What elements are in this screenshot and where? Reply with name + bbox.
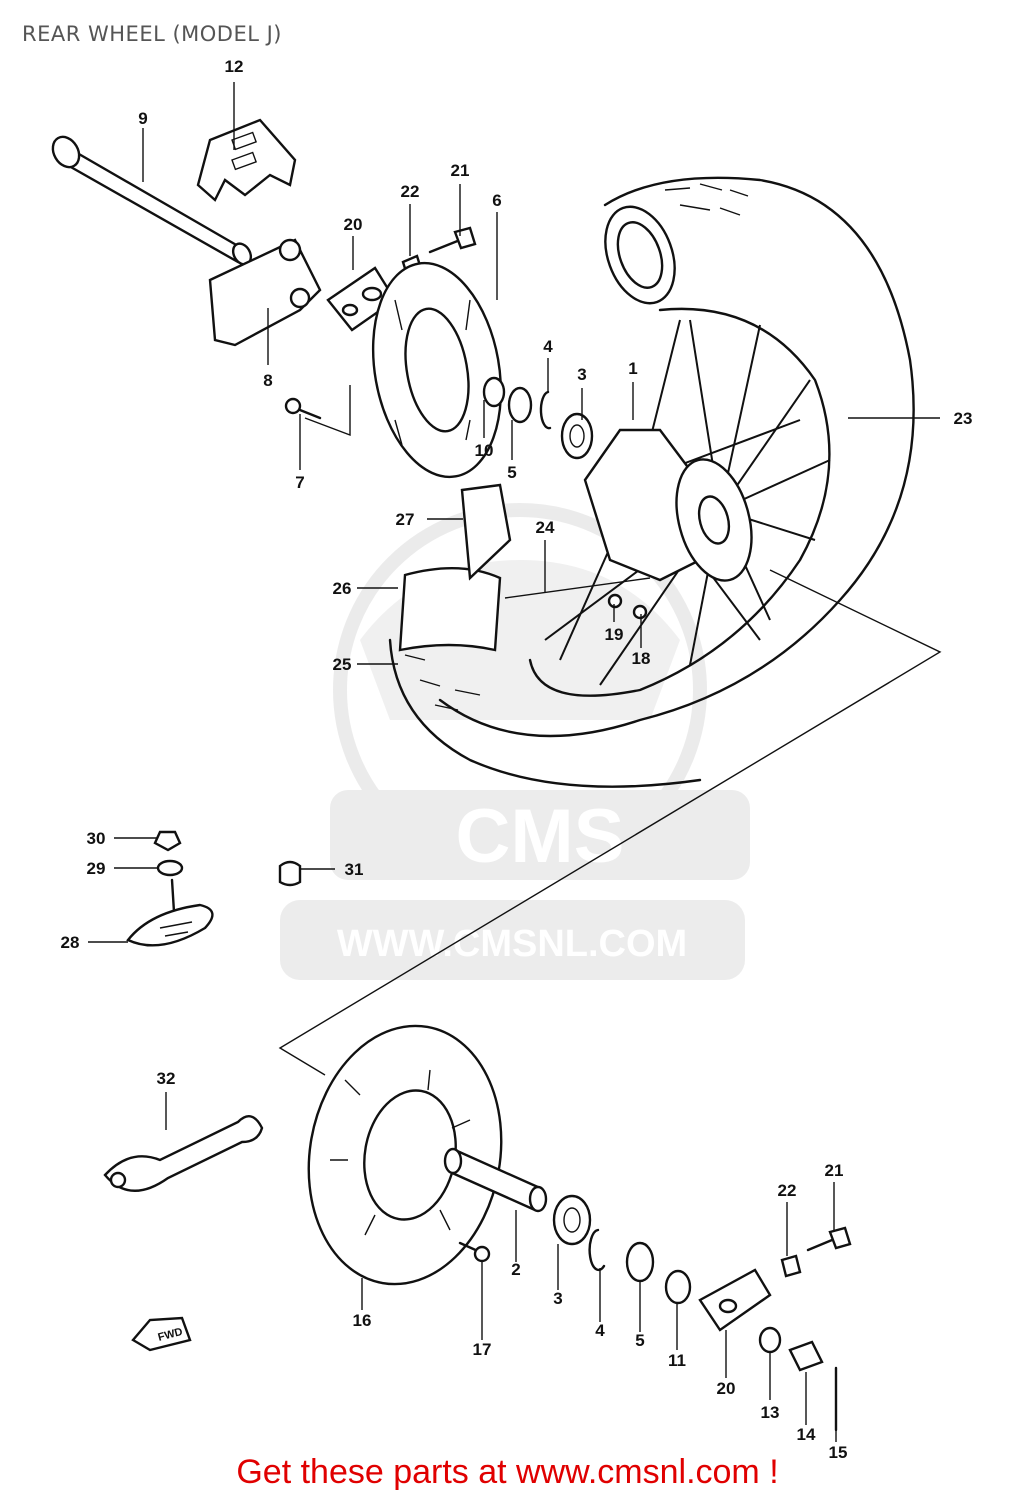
part-label-15: 15 [829,1443,848,1462]
part-label-13: 13 [761,1403,780,1422]
part-label-5-top: 5 [507,463,516,482]
part-label-21-top: 21 [451,161,470,180]
part-label-20-top: 20 [344,215,363,234]
spanner-wrench [103,1115,264,1192]
part-label-16: 16 [353,1311,372,1330]
part-label-27: 27 [396,510,415,529]
part-label-8: 8 [263,371,272,390]
bracket-part [196,118,297,202]
footer-link[interactable]: Get these parts at www.cmsnl.com ! [236,1453,779,1491]
part-label-10: 10 [475,441,494,460]
part-label-5-bottom: 5 [635,1331,644,1350]
part-label-18: 18 [632,649,651,668]
part-label-29: 29 [87,859,106,878]
part-label-26: 26 [333,579,352,598]
part-label-21-bottom: 21 [825,1161,844,1180]
tube-and-rim-band [388,483,702,788]
part-label-3-top: 3 [577,365,586,384]
part-label-22-top: 22 [401,182,420,201]
part-label-25: 25 [333,655,352,674]
part-label-23: 23 [954,409,973,428]
part-label-9: 9 [138,109,147,128]
part-label-22-bottom: 22 [778,1181,797,1200]
part-label-17: 17 [473,1340,492,1359]
part-label-28: 28 [61,933,80,952]
part-label-4-top: 4 [543,337,553,356]
diagram-title: REAR WHEEL (MODEL J) [22,22,283,46]
wheel-assembly [438,176,915,738]
part-number-labels: 12 9 21 22 6 20 4 3 1 8 23 10 5 7 27 24 … [61,57,973,1462]
watermark-url: WWW.CMSNL.COM [337,923,687,965]
watermark-brand: CMS [456,794,625,879]
explode-guide-lines [278,385,942,1076]
part-label-32: 32 [157,1069,176,1088]
part-label-6: 6 [492,191,501,210]
part-label-24: 24 [536,518,555,537]
rim-lock-parts [126,830,302,947]
part-label-31: 31 [345,860,364,879]
part-label-14: 14 [797,1425,816,1444]
axle-part [51,135,253,266]
spacer-and-bolt [443,1147,548,1263]
brake-disc [371,261,503,479]
part-label-20-bottom: 20 [717,1379,736,1398]
part-label-11: 11 [668,1351,686,1370]
leader-lines [88,82,940,1442]
part-label-2: 2 [511,1260,520,1279]
part-label-19: 19 [605,625,624,644]
arm-part [208,238,322,347]
part-label-7: 7 [295,473,304,492]
small-bolt [284,397,322,420]
fwd-direction-arrow: FWD [131,1316,192,1352]
part-label-4-bottom: 4 [595,1321,605,1340]
hub-components-top [482,376,594,460]
part-label-1: 1 [628,359,637,378]
part-label-30: 30 [87,829,106,848]
part-label-12: 12 [225,57,244,76]
part-label-3-bottom: 3 [553,1289,562,1308]
